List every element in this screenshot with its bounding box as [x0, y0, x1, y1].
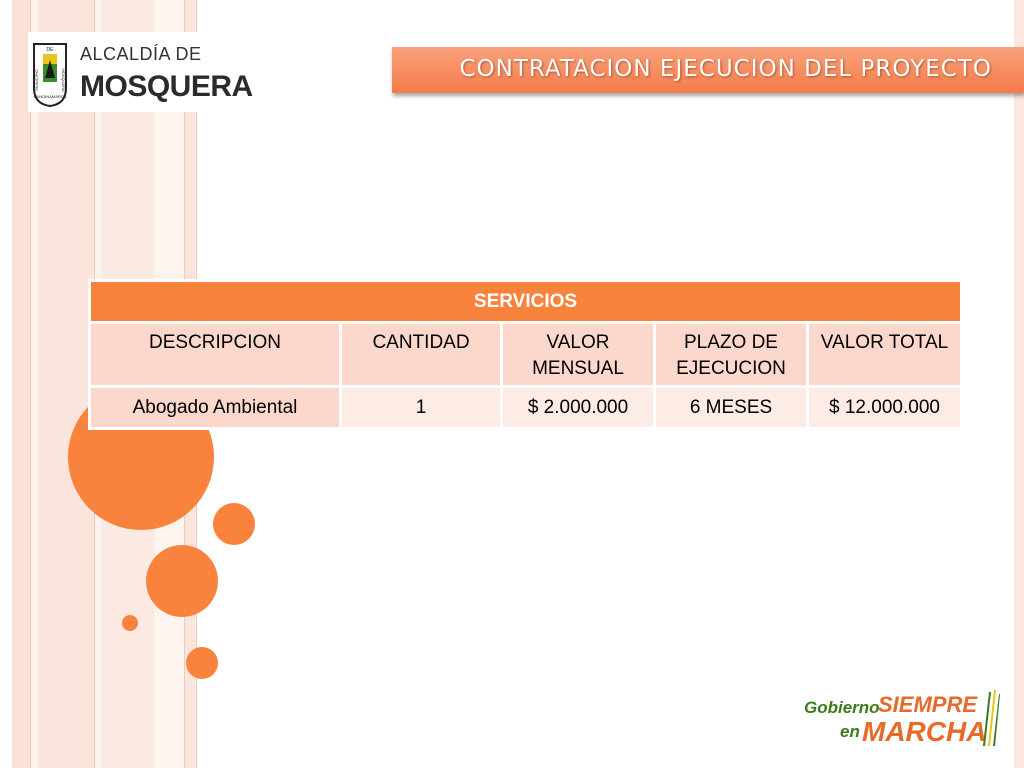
table-cell-cantidad: 1: [339, 385, 503, 430]
logo-en-text: en: [840, 722, 860, 741]
column-header: CANTIDAD: [339, 321, 503, 388]
logo-line1: ALCALDÍA DE: [80, 44, 202, 64]
decor-circle: [186, 647, 218, 679]
services-table: SERVICIOS DESCRIPCION CANTIDAD VALOR MEN…: [88, 279, 963, 430]
table-cell-descripcion: Abogado Ambiental: [88, 385, 342, 430]
decor-stripe: [38, 0, 94, 768]
title-banner: CONTRATACION EJECUCION DEL PROYECTO: [392, 47, 1024, 93]
shield-bottom-text: CUNDINAMARCA: [34, 94, 67, 99]
table-cell-plazo: 6 MESES: [653, 385, 809, 430]
decor-stripe: [12, 0, 30, 768]
decor-circle: [146, 545, 218, 617]
column-header: PLAZO DE EJECUCION: [653, 321, 809, 388]
gobierno-siempre-en-marcha-logo: Gobierno SIEMPRE en MARCHA: [800, 686, 1000, 750]
table-cell-valor-mensual: $ 2.000.000: [500, 385, 656, 430]
logo-marcha-text: MARCHA: [862, 716, 987, 747]
shield-left-text: MUNICIPIO: [34, 69, 39, 90]
logo-line2: MOSQUERA: [80, 70, 253, 103]
table-column-headers: DESCRIPCION CANTIDAD VALOR MENSUAL PLAZO…: [88, 321, 963, 388]
shield-icon: DE MUNICIPIO MOSQUERA CUNDINAMARCA: [33, 43, 67, 108]
shield-top-text: DE: [47, 47, 55, 53]
table-title: SERVICIOS: [88, 279, 963, 324]
decor-circle: [213, 503, 255, 545]
flag-bars-icon: [983, 690, 1000, 746]
municipality-logo: DE MUNICIPIO MOSQUERA CUNDINAMARCA: [28, 32, 238, 112]
decor-stripe: [30, 0, 38, 768]
decor-line: [30, 0, 31, 768]
column-header: DESCRIPCION: [88, 321, 342, 388]
column-header: VALOR TOTAL: [806, 321, 963, 388]
logo-siempre-text: SIEMPRE: [878, 692, 978, 717]
column-header: VALOR MENSUAL: [500, 321, 656, 388]
decor-right-stripe: [1014, 0, 1024, 768]
decor-circle-small: [122, 615, 138, 631]
logo-gobierno-text: Gobierno: [804, 698, 880, 717]
table-row: Abogado Ambiental 1 $ 2.000.000 6 MESES …: [88, 385, 963, 430]
table-cell-valor-total: $ 12.000.000: [806, 385, 963, 430]
shield-right-text: MOSQUERA: [61, 68, 66, 92]
page-title: CONTRATACION EJECUCION DEL PROYECTO: [459, 56, 992, 82]
table-header-row: SERVICIOS: [88, 279, 963, 324]
